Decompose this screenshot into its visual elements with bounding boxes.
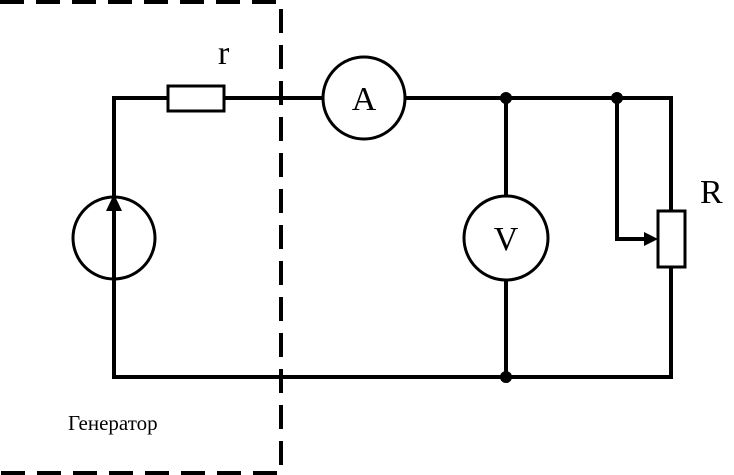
internal-resistor (166, 84, 226, 113)
wires (112, 96, 673, 379)
voltmeter-label: V (494, 221, 519, 258)
ammeter-icon: A (321, 55, 407, 141)
generator-label: Генератор (68, 411, 158, 435)
current-source-icon (71, 194, 157, 281)
load-resistor-label: R (700, 174, 723, 211)
generator-boundary (0, 0, 283, 475)
voltmeter-icon: V (462, 194, 550, 282)
slider-arrow-icon (644, 232, 658, 246)
junction-nodes (500, 92, 623, 383)
rheostat-icon (656, 209, 687, 269)
internal-resistance-label: r (218, 35, 230, 72)
ammeter-label: A (352, 81, 377, 118)
